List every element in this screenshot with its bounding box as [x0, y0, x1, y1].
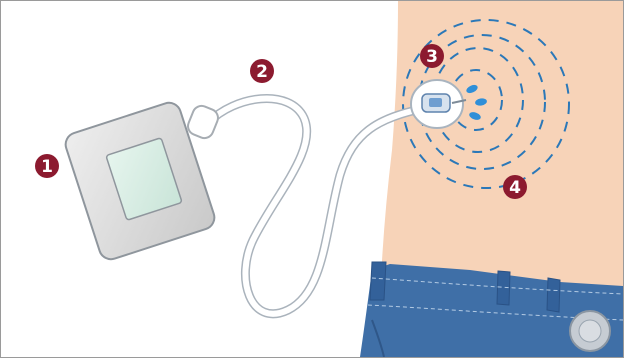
callout-label-3: 3 [426, 47, 438, 67]
skin-area [380, 1, 623, 300]
jeans-button-inner [579, 320, 601, 342]
callout-label-4: 4 [509, 178, 521, 198]
pump-connector [185, 103, 220, 141]
insulin-pump-icon [63, 100, 221, 263]
callout-badge-4: 4 [503, 175, 527, 199]
callout-label-1: 1 [41, 157, 53, 177]
callout-badge-2: 2 [250, 59, 274, 83]
callout-badge-1: 1 [35, 154, 59, 178]
belt-loop [547, 278, 560, 312]
callout-badge-3: 3 [420, 44, 444, 68]
callout-label-2: 2 [256, 62, 268, 82]
infusion-set-window [429, 98, 442, 107]
belt-loop [370, 262, 386, 300]
